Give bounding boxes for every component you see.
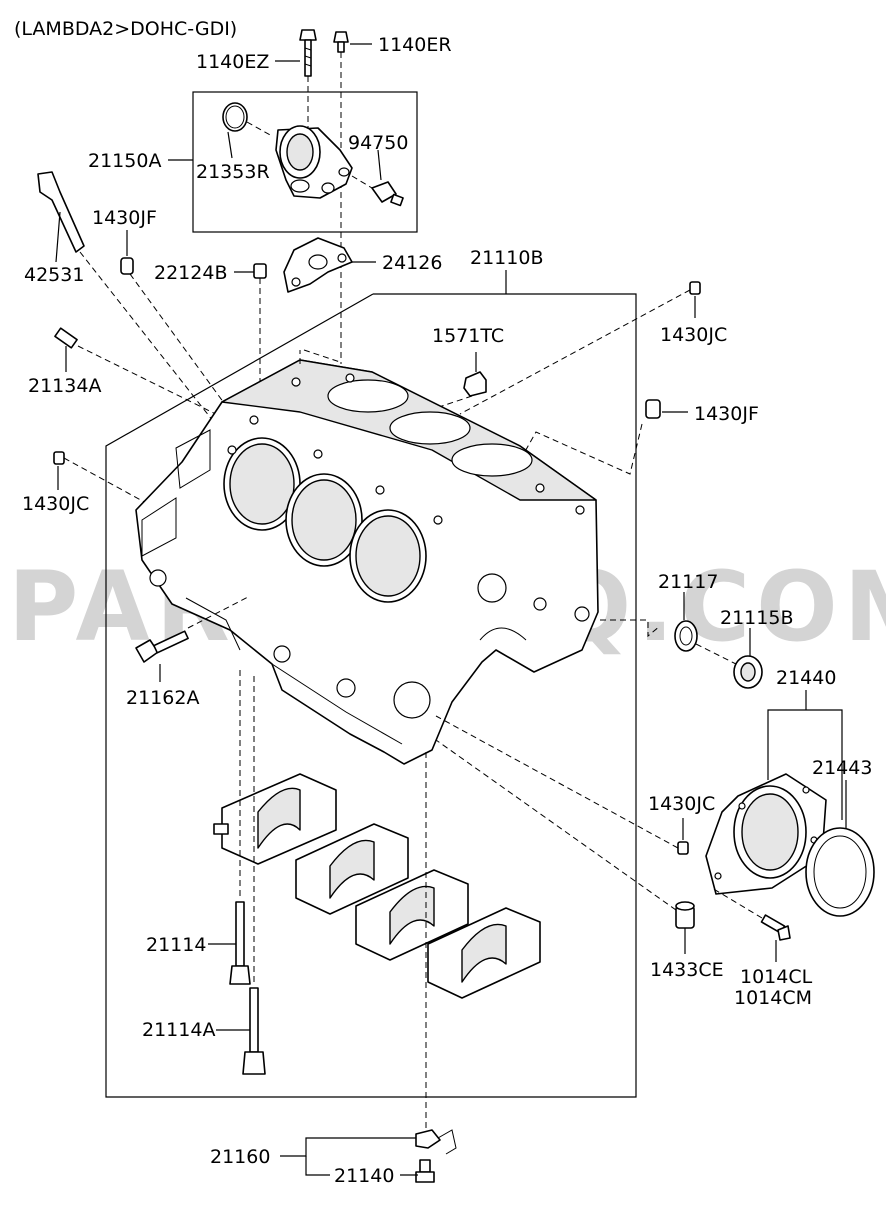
- label-1140ER: 1140ER: [378, 34, 452, 56]
- bolt-1014CL[interactable]: [760, 914, 791, 941]
- dash-1430JC-top: [459, 289, 691, 415]
- label-21117: 21117: [658, 571, 718, 593]
- dash-1433CE: [435, 739, 677, 911]
- leader-94750: [377, 149, 382, 181]
- plug-21115B[interactable]: [733, 655, 763, 689]
- water-housing-21150A[interactable]: [275, 125, 353, 199]
- label-42531: 42531: [24, 264, 84, 286]
- bearing-cap-2[interactable]: [295, 823, 409, 915]
- label-1571TC: 1571TC: [432, 325, 504, 347]
- seal-21117[interactable]: [674, 620, 698, 652]
- dash-21117: [600, 619, 661, 638]
- label-1140EZ: 1140EZ: [196, 51, 269, 73]
- dowel-1433CE[interactable]: [675, 901, 695, 929]
- label-1430JC-top: 1430JC: [660, 324, 727, 346]
- leader-21140-branch: [305, 1156, 330, 1176]
- label-21114: 21114: [146, 934, 206, 956]
- bolt-1140EZ[interactable]: [299, 29, 317, 77]
- label-21443: 21443: [812, 757, 872, 779]
- label-21160: 21160: [210, 1146, 270, 1168]
- bolt-21140[interactable]: [415, 1159, 435, 1183]
- gasket-24126[interactable]: [283, 237, 353, 293]
- dash-sensor: [351, 175, 373, 189]
- cylinder-block-21110B[interactable]: [135, 359, 599, 765]
- label-21110B: 21110B: [470, 247, 543, 269]
- plug-1571TC[interactable]: [463, 371, 487, 397]
- label-1430JC-left: 1430JC: [22, 493, 89, 515]
- oil-seal-21443[interactable]: [805, 827, 875, 917]
- label-21114A: 21114A: [142, 1019, 215, 1041]
- dowel-1430JC-right[interactable]: [677, 841, 689, 855]
- dowel-1430JF-top[interactable]: [120, 257, 134, 275]
- label-21150A: 21150A: [88, 150, 161, 172]
- label-21162A: 21162A: [126, 687, 199, 709]
- dash-1430JC-right: [435, 715, 679, 849]
- oring-21353R[interactable]: [222, 102, 248, 132]
- dash-21134A: [77, 345, 241, 427]
- label-24126: 24126: [382, 252, 442, 274]
- block-group-frame: [105, 293, 637, 1098]
- sensor-94750[interactable]: [371, 181, 404, 207]
- label-21140: 21140: [334, 1165, 394, 1187]
- leader-21160: [280, 1137, 416, 1157]
- bracket-42531[interactable]: [37, 171, 85, 253]
- label-1014CM: 1014CM: [734, 987, 812, 1009]
- label-22124B: 22124B: [154, 262, 227, 284]
- bearing-cap-4[interactable]: [427, 907, 541, 999]
- dash-1430JC-left: [63, 457, 149, 505]
- label-1430JC-right: 1430JC: [648, 793, 715, 815]
- oil-jet-21160[interactable]: [415, 1129, 457, 1155]
- label-21353R: 21353R: [196, 161, 270, 183]
- diagram-title: (LAMBDA2>DOHC-GDI): [14, 18, 237, 40]
- seal-case-21440[interactable]: [705, 773, 827, 895]
- label-1430JF-right: 1430JF: [694, 403, 759, 425]
- label-1430JF-top: 1430JF: [92, 207, 157, 229]
- dowel-1430JC-top[interactable]: [689, 281, 701, 295]
- bearing-cap-3[interactable]: [355, 869, 469, 961]
- housing-group-frame: [192, 91, 418, 233]
- bearing-cap-1[interactable]: [213, 773, 337, 865]
- label-1433CE: 1433CE: [650, 959, 724, 981]
- bolt-21114A[interactable]: [242, 987, 266, 1075]
- dowel-1430JC-left[interactable]: [53, 451, 65, 465]
- dash-1571TC: [429, 395, 473, 411]
- dash-block-top-2: [303, 349, 341, 364]
- dowel-22124B[interactable]: [253, 263, 267, 279]
- leader-21353R: [227, 131, 233, 159]
- label-21134A: 21134A: [28, 375, 101, 397]
- stud-21134A[interactable]: [54, 327, 78, 349]
- bolt-21114[interactable]: [229, 901, 251, 985]
- bolt-1140ER[interactable]: [333, 31, 349, 53]
- label-21115B: 21115B: [720, 607, 793, 629]
- bolt-21162A[interactable]: [135, 630, 189, 663]
- dash-oring: [246, 121, 273, 137]
- leader-21440: [767, 709, 843, 820]
- dash-1430JF-top: [129, 273, 233, 415]
- dash-21115B: [695, 643, 737, 665]
- label-94750: 94750: [348, 132, 408, 154]
- label-1014CL: 1014CL: [740, 966, 813, 988]
- dowel-1430JF-right[interactable]: [645, 399, 661, 419]
- dash-21162A: [187, 595, 251, 629]
- leader-42531: [55, 211, 61, 263]
- label-21440: 21440: [776, 667, 836, 689]
